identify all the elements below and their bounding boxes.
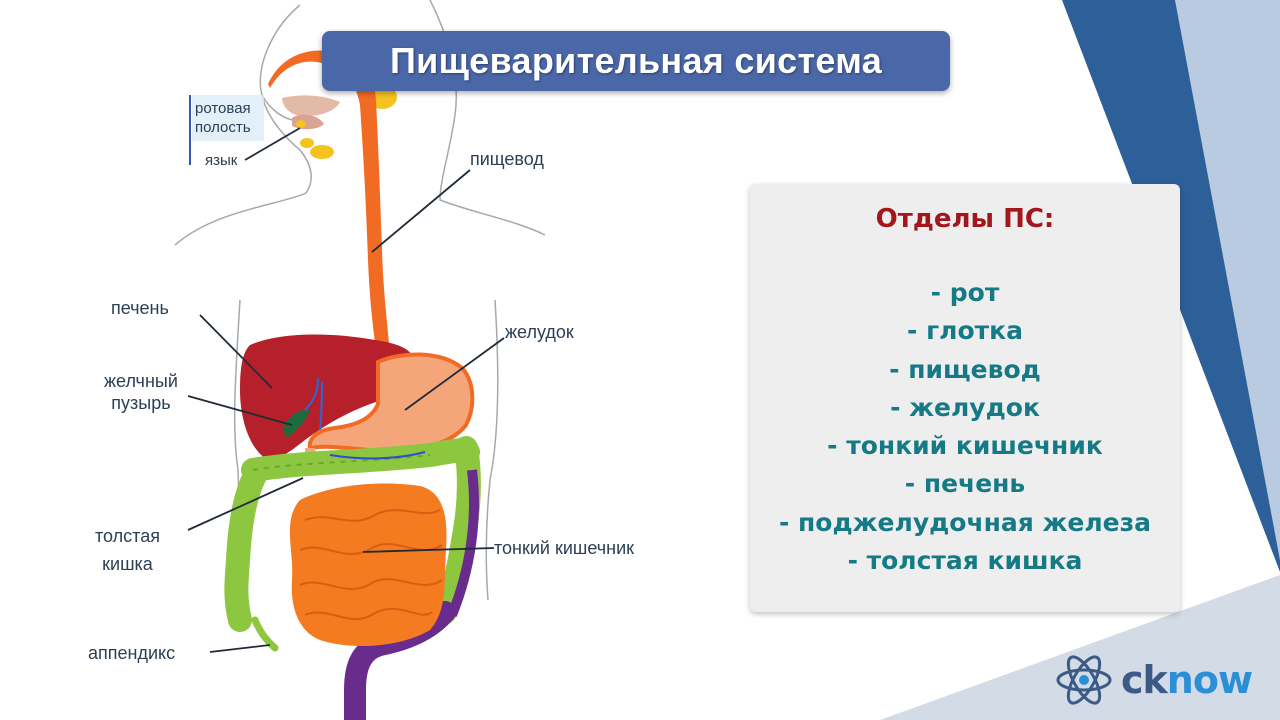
list-item: - печень (904, 469, 1026, 499)
pancreas-blue-vessels (329, 451, 426, 460)
oral-cavity-highlight (192, 95, 264, 141)
logo-text: cknow (1121, 658, 1253, 702)
sigmoid-shape (447, 469, 479, 617)
list-item: - желудок (890, 392, 1040, 422)
list-item: - поджелудочная железа (778, 507, 1152, 537)
list-item: - пищевод (889, 354, 1041, 384)
card-title: Отделы ПС: (875, 204, 1055, 234)
logo-text-part2: now (1166, 658, 1253, 702)
label-gallbladder-line1: желчный (104, 371, 178, 391)
label-oral-cavity-line1: ротовая (195, 100, 251, 117)
list-item: - рот (930, 278, 1000, 307)
label-oral-cavity-line2: полость (195, 119, 251, 136)
list-item: - толстая кишка (847, 546, 1083, 576)
title-banner: Пищеварительная система (322, 31, 950, 91)
salivary-gland-tiny (296, 120, 306, 128)
label-large-intestine-line2: кишка (102, 554, 153, 574)
salivary-gland-lower (310, 145, 334, 159)
list-item: - глотка (907, 316, 1023, 346)
label-stomach: желудок (505, 322, 574, 342)
label-tongue: язык (205, 152, 238, 169)
sections-list: - рот - глотка - пищевод - желудок - тон… (750, 274, 1180, 580)
label-gallbladder-line2: пузырь (111, 393, 171, 413)
small-intestine-folds (299, 509, 443, 621)
label-appendix: аппендикс (88, 643, 176, 663)
page-title: Пищеварительная система (389, 40, 883, 81)
label-large-intestine-line1: толстая (95, 526, 160, 546)
label-gallbladder: желчный пузырь (104, 370, 178, 414)
cknow-logo: cknow (1055, 652, 1253, 708)
label-esophagus: пищевод (470, 149, 544, 169)
gallbladder-shape (283, 409, 310, 438)
label-large-intestine: толстая кишка (95, 522, 160, 578)
salivary-gland-small (300, 138, 314, 148)
label-liver: печень (111, 298, 169, 318)
sections-card: Отделы ПС: - рот - глотка - пищевод - же… (750, 184, 1180, 612)
atom-icon (1056, 655, 1112, 705)
large-intestine-outline (252, 454, 431, 471)
digestive-system-diagram (174, 0, 546, 720)
appendix-shape (251, 616, 279, 652)
label-oral-cavity: ротовая полость (195, 99, 251, 137)
oral-cavity (282, 95, 340, 117)
logo-text-part1: ck (1121, 658, 1168, 702)
small-intestine-shape (289, 483, 447, 646)
list-item: - тонкий кишечник (827, 431, 1103, 461)
leader-lines (187, 95, 505, 653)
label-small-intestine: тонкий кишечник (494, 538, 635, 558)
grey-triangle (880, 575, 1280, 720)
